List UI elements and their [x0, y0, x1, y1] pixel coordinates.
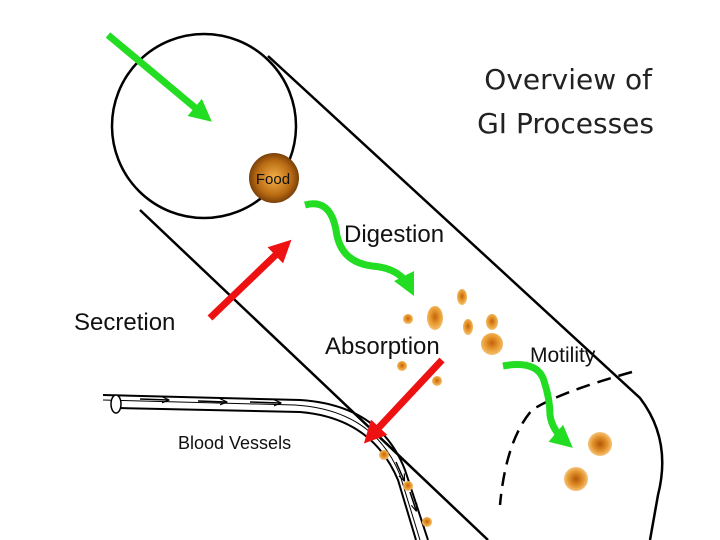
title-line-1: Overview of — [484, 63, 653, 96]
motility-label: Motility — [530, 344, 596, 367]
digested-particle — [427, 306, 443, 330]
flow-arrow-4 — [395, 461, 404, 480]
mouth-circle — [110, 32, 298, 220]
vessel-line-2 — [117, 407, 417, 540]
food-particles — [249, 153, 612, 491]
digested-particle — [397, 361, 407, 371]
flow-arrow-5 — [409, 491, 416, 510]
flow-arrow-2 — [197, 401, 226, 402]
digestion-arrow — [304, 200, 415, 297]
absorbed-particle — [403, 481, 413, 491]
absorption-arrow — [363, 357, 445, 444]
vessel-opening — [110, 394, 122, 414]
digestion-label: Digestion — [344, 221, 444, 248]
gut-tube-lower-outline — [208, 208, 520, 540]
labels: Overview of GI Processes Food Digestion … — [74, 63, 654, 453]
blood-vessels-label: Blood Vessels — [178, 433, 291, 453]
digested-particle — [432, 376, 442, 386]
gut-tube-outline — [139, 55, 664, 540]
absorbed-particle — [422, 517, 432, 527]
secretion-arrow — [207, 239, 292, 321]
flow-arrow-1 — [139, 399, 168, 400]
vessel-line-3 — [102, 399, 421, 540]
digested-particle — [403, 314, 413, 324]
gut-tube — [110, 32, 664, 540]
moved-particle — [564, 467, 588, 491]
title-line-2: GI Processes — [477, 107, 654, 140]
blood-vessels — [102, 394, 432, 540]
digested-particle — [457, 289, 467, 305]
moved-particle — [588, 432, 612, 456]
motility-arrow — [502, 361, 573, 448]
ingestion-arrow — [105, 32, 212, 122]
process-arrows — [105, 32, 573, 448]
digested-particle — [481, 333, 503, 355]
flow-arrow-3 — [249, 402, 280, 403]
food-ball — [249, 153, 299, 203]
food-label: Food — [256, 171, 290, 188]
secretion-label: Secretion — [74, 309, 175, 336]
digested-particle — [463, 319, 473, 335]
absorbed-particle — [379, 450, 389, 460]
vessel-line-1 — [102, 394, 429, 540]
digested-particle — [486, 314, 498, 330]
absorption-label: Absorption — [325, 333, 440, 360]
